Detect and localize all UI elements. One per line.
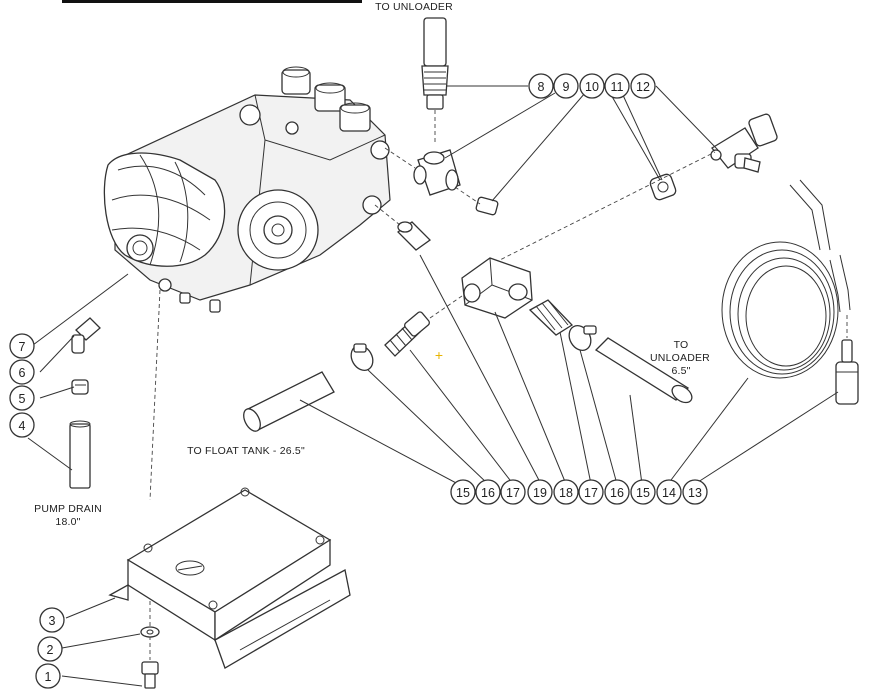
- clamp-16-right: [568, 325, 597, 351]
- top-edge-bar: [62, 0, 362, 3]
- cross-fitting-18: [461, 257, 533, 319]
- svg-text:8: 8: [538, 80, 545, 94]
- callout-19: 19: [527, 479, 553, 505]
- leader-lines: [27, 85, 839, 687]
- callout-10: 10: [579, 73, 605, 99]
- svg-text:TO: TO: [674, 339, 689, 351]
- elbow-fitting-6: [71, 317, 101, 354]
- callout-2: 2: [37, 636, 63, 662]
- to-float-tank-label: TO FLOAT TANK - 26.5": [187, 445, 305, 457]
- callout-15-a: 15: [450, 479, 476, 505]
- callout-14: 14: [656, 479, 682, 505]
- mounting-bracket-3: [108, 487, 351, 669]
- barb-17-left: [384, 311, 430, 357]
- callout-15-b: 15: [630, 479, 656, 505]
- tube-15-left: [243, 371, 335, 432]
- callout-7: 7: [9, 333, 35, 359]
- to-unloader-top-label: TO UNLOADER: [375, 1, 453, 13]
- pump-drain-label: PUMP DRAIN 18.0": [34, 503, 102, 528]
- tube-15-right: [594, 337, 693, 404]
- callouts-left-upper: 7 6 5 4: [9, 333, 35, 438]
- svg-text:17: 17: [506, 486, 520, 500]
- callout-5: 5: [9, 385, 35, 411]
- nipple-19: [396, 221, 432, 251]
- nipple-11: [649, 173, 677, 201]
- svg-text:18.0": 18.0": [55, 516, 80, 528]
- pump-assembly: [103, 66, 391, 313]
- svg-text:9: 9: [563, 80, 570, 94]
- callout-13: 13: [682, 479, 708, 505]
- barb-17-right: [528, 299, 574, 336]
- callouts-bottom-row: 15 16 17 19 18 17 16 15 14 13: [450, 479, 708, 505]
- clamp-16-left: [350, 343, 374, 371]
- svg-text:18: 18: [559, 486, 573, 500]
- callout-11: 11: [604, 73, 630, 99]
- svg-text:13: 13: [688, 486, 702, 500]
- unloader-tube-top: [421, 17, 449, 110]
- callout-16-a: 16: [475, 479, 501, 505]
- svg-text:1: 1: [45, 670, 52, 684]
- drain-tube-4: [69, 420, 91, 489]
- callout-18: 18: [553, 479, 579, 505]
- svg-text:UNLOADER: UNLOADER: [650, 352, 710, 364]
- callout-1: 1: [35, 663, 61, 689]
- to-unloader-right-label: TO UNLOADER 6.5": [650, 339, 710, 377]
- svg-text:11: 11: [611, 80, 624, 94]
- fitting-5: [71, 379, 89, 395]
- plug-10: [475, 196, 499, 216]
- svg-text:10: 10: [585, 80, 599, 94]
- svg-text:7: 7: [19, 340, 26, 354]
- callout-16-b: 16: [604, 479, 630, 505]
- callouts-left-lower: 3 2 1: [35, 607, 65, 689]
- valve-12: [710, 113, 778, 173]
- callout-3: 3: [39, 607, 65, 633]
- svg-text:12: 12: [636, 80, 650, 94]
- svg-text:16: 16: [610, 486, 624, 500]
- position-marker: +: [435, 347, 443, 363]
- svg-text:3: 3: [49, 614, 56, 628]
- svg-text:17: 17: [584, 486, 598, 500]
- callout-4: 4: [9, 412, 35, 438]
- svg-text:2: 2: [47, 643, 54, 657]
- svg-text:14: 14: [662, 486, 676, 500]
- svg-text:19: 19: [533, 486, 547, 500]
- svg-text:6: 6: [19, 366, 26, 380]
- callouts-top-row: 8 9 10 11 12: [528, 73, 656, 99]
- washer-2: [140, 626, 160, 638]
- svg-text:6.5": 6.5": [671, 365, 690, 377]
- tee-fitting-9: [413, 149, 461, 196]
- callout-17-a: 17: [500, 479, 526, 505]
- svg-text:15: 15: [456, 486, 470, 500]
- hose-end-13: [835, 339, 859, 405]
- hose-coil-14: [721, 179, 851, 379]
- svg-text:16: 16: [481, 486, 495, 500]
- svg-text:5: 5: [19, 392, 26, 406]
- callout-17-b: 17: [578, 479, 604, 505]
- bolt-1: [141, 661, 159, 689]
- callout-8: 8: [528, 73, 554, 99]
- callout-12: 12: [630, 73, 656, 99]
- svg-text:4: 4: [19, 419, 26, 433]
- svg-text:15: 15: [636, 486, 650, 500]
- callout-9: 9: [553, 73, 579, 99]
- svg-text:PUMP DRAIN: PUMP DRAIN: [34, 503, 102, 515]
- callout-6: 6: [9, 359, 35, 385]
